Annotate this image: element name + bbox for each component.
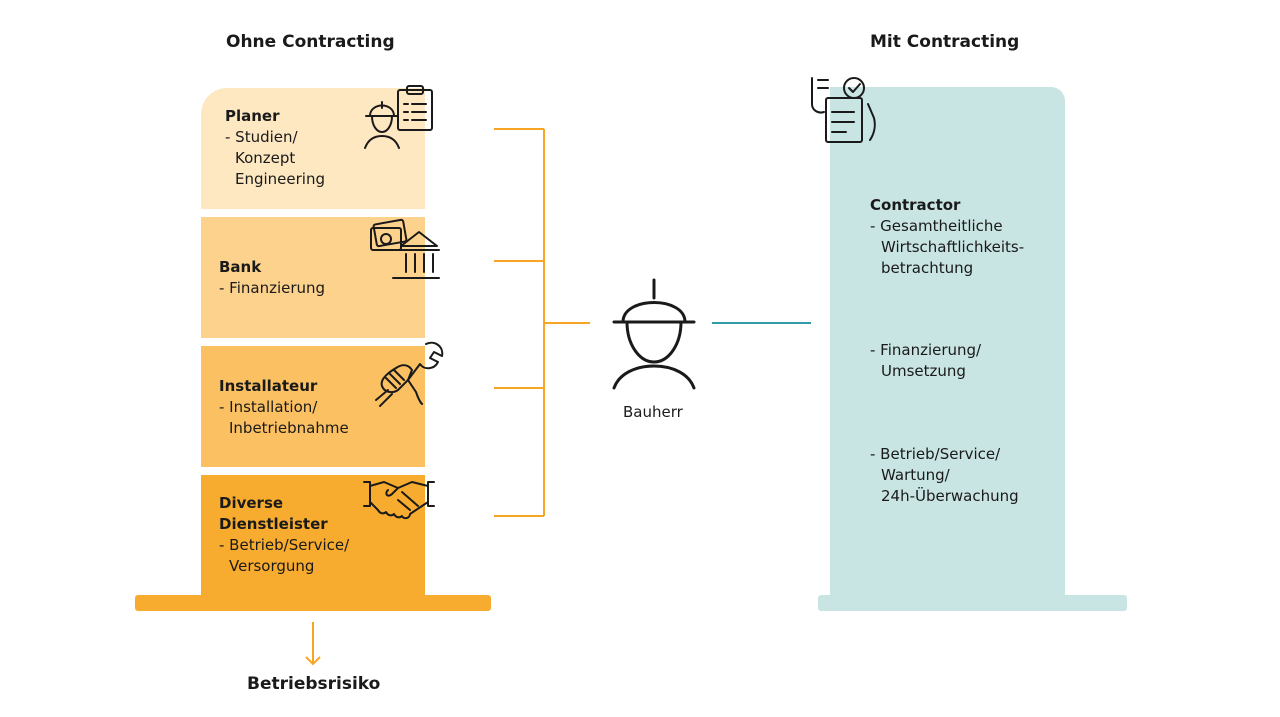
orange-connector <box>494 128 590 517</box>
handshake-icon <box>363 481 435 520</box>
block-diverse-title: Dienstleister <box>219 515 328 533</box>
contractor-line: 24h-Überwachung <box>881 487 1019 505</box>
engineer-clipboard-icon <box>364 85 433 149</box>
wrench-hand-icon <box>375 341 444 407</box>
contractor-line: - Gesamtheitliche <box>870 217 1003 235</box>
contractor-group-3: - Betrieb/Service/ Wartung/ 24h-Überwach… <box>870 444 1019 507</box>
block-diverse-title: Diverse <box>219 494 284 512</box>
block-bank: Bank - Finanzierung <box>201 217 425 338</box>
block-planer-title: Planer <box>225 107 280 125</box>
block-diverse-line: - Betrieb/Service/ <box>219 536 350 554</box>
block-installateur-line: Inbetriebnahme <box>229 419 349 437</box>
heading-ohne-contracting: Ohne Contracting <box>226 32 395 52</box>
block-installateur-title: Installateur <box>219 377 318 395</box>
teal-connector <box>712 322 811 324</box>
block-bank-line: - Finanzierung <box>219 279 326 297</box>
contractor-line: - Betrieb/Service/ <box>870 445 1001 463</box>
heading-mit-contracting: Mit Contracting <box>870 32 1020 52</box>
contractor-group-2: - Finanzierung/ Umsetzung <box>870 340 981 382</box>
contractor-title: Contractor <box>870 196 961 214</box>
block-planer: Planer - Studien/ Konzept Engineering <box>201 88 425 209</box>
contractor-text: Contractor - Gesamtheitliche Wirtschaftl… <box>870 195 1024 279</box>
contractor-line: Wirtschaftlichkeits- <box>881 238 1025 256</box>
bank-money-icon <box>370 218 440 279</box>
contractor-line: - Finanzierung/ <box>870 341 982 359</box>
down-arrow-icon <box>305 622 321 666</box>
block-planer-line: Engineering <box>235 170 325 188</box>
block-installateur-line: - Installation/ <box>219 398 318 416</box>
contractor-line: Wartung/ <box>881 466 950 484</box>
block-planer-line: Konzept <box>235 149 296 167</box>
contractor-line: Umsetzung <box>881 362 966 380</box>
right-base-bar <box>818 595 1127 611</box>
block-diverse-line: Versorgung <box>229 557 315 575</box>
hardhat-person-icon <box>612 278 696 390</box>
contractor-line: betrachtung <box>881 259 974 277</box>
left-base-bar <box>135 595 491 611</box>
block-planer-line: - Studien/ <box>225 128 298 146</box>
bauherr-label: Bauherr <box>623 403 683 421</box>
checklist-hand-icon <box>811 77 876 143</box>
block-installateur: Installateur - Installation/ Inbetriebna… <box>201 346 425 467</box>
block-bank-title: Bank <box>219 258 262 276</box>
contractor-column <box>830 87 1065 607</box>
betriebsrisiko-label: Betriebsrisiko <box>247 674 381 694</box>
